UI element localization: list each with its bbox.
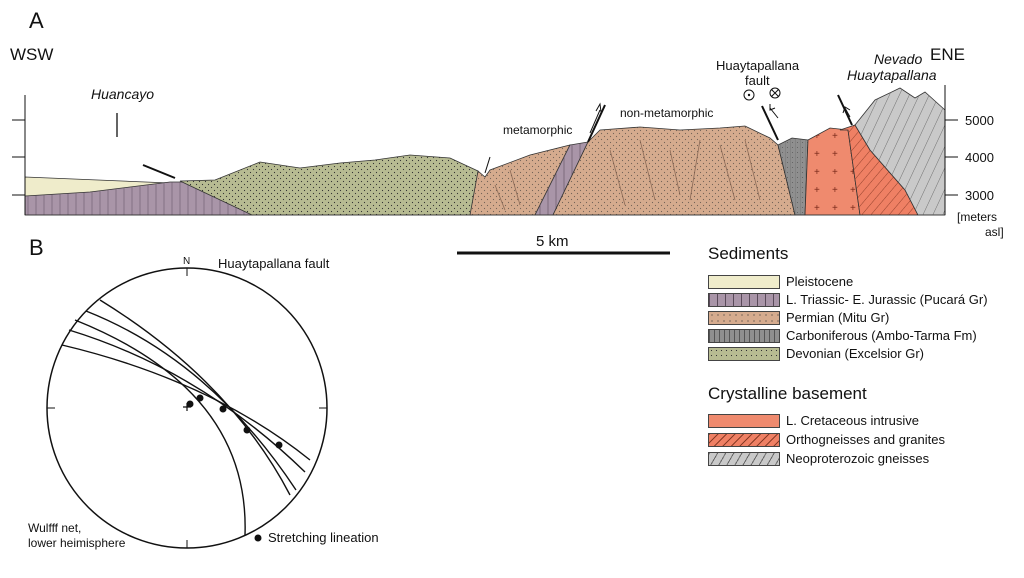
great-circle-2 bbox=[68, 329, 306, 473]
scale-bar-label: 5 km bbox=[536, 233, 569, 250]
great-circle-1 bbox=[85, 310, 297, 491]
left-axis bbox=[12, 95, 26, 215]
fault-label-2: fault bbox=[745, 73, 770, 88]
elevation-unit-1: [meters bbox=[957, 210, 998, 224]
direction-wsw: WSW bbox=[10, 45, 54, 64]
fault-right bbox=[837, 94, 853, 126]
zone-metamorphic: metamorphic bbox=[503, 123, 573, 137]
swatch-permian bbox=[708, 311, 780, 325]
legend-label: Permian (Mitu Gr) bbox=[786, 310, 890, 325]
net-label-2: lower heimisphere bbox=[28, 536, 126, 550]
tick-4000: 4000 bbox=[965, 150, 994, 165]
swatch-devonian bbox=[708, 347, 780, 361]
out-of-page-symbol bbox=[743, 89, 755, 101]
swatch-orthogneiss bbox=[708, 433, 780, 447]
swatch-gneisses bbox=[708, 452, 780, 466]
thrust-left bbox=[142, 164, 176, 179]
great-circle-4 bbox=[99, 299, 291, 496]
stereonet-title: Huaytapallana fault bbox=[218, 256, 330, 271]
swatch-intrusive bbox=[708, 414, 780, 428]
great-circle-5 bbox=[74, 319, 246, 536]
panel-b-letter: B bbox=[29, 235, 44, 260]
legend-basement-title: Crystalline basement bbox=[708, 384, 867, 403]
swatch-carboniferous bbox=[708, 329, 780, 343]
town-huancayo: Huancayo bbox=[91, 86, 155, 102]
lineation-label: Stretching lineation bbox=[268, 530, 379, 545]
legend-label: Carboniferous (Ambo-Tarma Fm) bbox=[786, 328, 977, 343]
swatch-pucara bbox=[708, 293, 780, 307]
elevation-unit-2: asl] bbox=[985, 225, 1004, 239]
huaytapallana-fault-line bbox=[761, 105, 779, 141]
right-axis bbox=[944, 85, 958, 215]
cross-section bbox=[24, 87, 946, 216]
stereonet bbox=[46, 267, 328, 549]
legend-label: Pleistocene bbox=[786, 274, 854, 289]
great-circle-3 bbox=[61, 344, 311, 461]
net-label-1: Wulfff net, bbox=[28, 521, 82, 535]
legend-sediments-title: Sediments bbox=[708, 244, 789, 263]
tick-3000: 3000 bbox=[965, 188, 994, 203]
lineation-points bbox=[186, 394, 283, 449]
swatch-pleistocene bbox=[708, 275, 780, 289]
zone-non-metamorphic: non-metamorphic bbox=[620, 106, 714, 120]
legend-label: Devonian (Excelsior Gr) bbox=[786, 346, 924, 361]
tick-5000: 5000 bbox=[965, 113, 994, 128]
panel-a-letter: A bbox=[29, 8, 44, 33]
fault-metamorphic-boundary bbox=[587, 104, 606, 143]
center-cross bbox=[183, 403, 191, 411]
legend-label: L. Cretaceous intrusive bbox=[786, 413, 919, 428]
peak-label-2: Huaytapallana bbox=[847, 67, 937, 83]
peak-label-1: Nevado bbox=[874, 51, 923, 67]
into-page-symbol bbox=[769, 87, 781, 99]
lineation-legend-dot bbox=[254, 534, 262, 542]
fault-label-1: Huaytapallana bbox=[716, 58, 800, 73]
north-label: N bbox=[183, 256, 191, 267]
direction-ene: ENE bbox=[930, 45, 965, 64]
legend-label: Orthogneisses and granites bbox=[786, 432, 945, 447]
legend-label: Neoproterozoic gneisses bbox=[786, 451, 930, 466]
legend-label: L. Triassic- E. Jurassic (Pucará Gr) bbox=[786, 292, 988, 307]
